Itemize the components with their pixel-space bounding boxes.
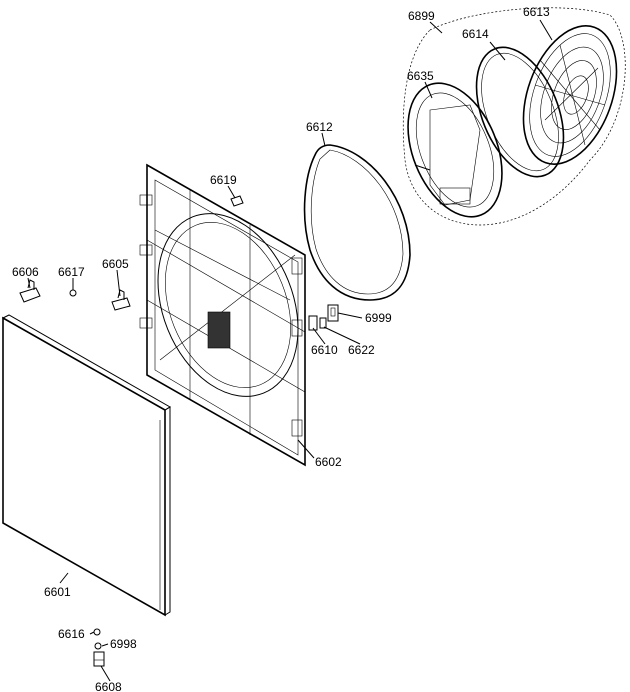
label-6635: 6635 [407,69,434,83]
assembly-6899-boundary [402,7,626,226]
part-6619-clip [230,195,244,207]
part-6601-front-panel [1,314,171,617]
label-6617: 6617 [58,265,85,279]
label-6601: 6601 [44,585,71,599]
part-6635-inner-door [407,82,503,218]
label-6999: 6999 [365,311,392,325]
label-6610: 6610 [311,343,338,357]
label-6899: 6899 [408,9,435,23]
label-6616: 6616 [58,627,85,641]
part-6999-latch [327,304,339,322]
label-6608: 6608 [95,680,122,692]
part-6608-foot [93,651,105,667]
part-6998-nut [94,642,102,650]
part-6616-washer [93,628,101,636]
label-6622: 6622 [348,343,375,357]
label-6613: 6613 [523,5,550,19]
label-6602: 6602 [315,455,342,469]
part-6613-filter-grille [522,25,618,165]
part-6605-bracket [111,289,131,311]
part-6602-front-frame [139,163,306,467]
part-6612-gasket [303,144,411,301]
label-6614: 6614 [462,27,489,41]
label-6998: 6998 [110,637,137,651]
label-6612: 6612 [306,120,333,134]
part-6610-switch [308,315,318,331]
leader-lines [27,19,553,682]
part-6606-bracket [19,279,41,303]
label-6619: 6619 [210,173,237,187]
part-6622-switch [319,317,327,329]
part-6617-screw [69,289,77,297]
label-6605: 6605 [102,257,129,271]
label-6606: 6606 [12,265,39,279]
